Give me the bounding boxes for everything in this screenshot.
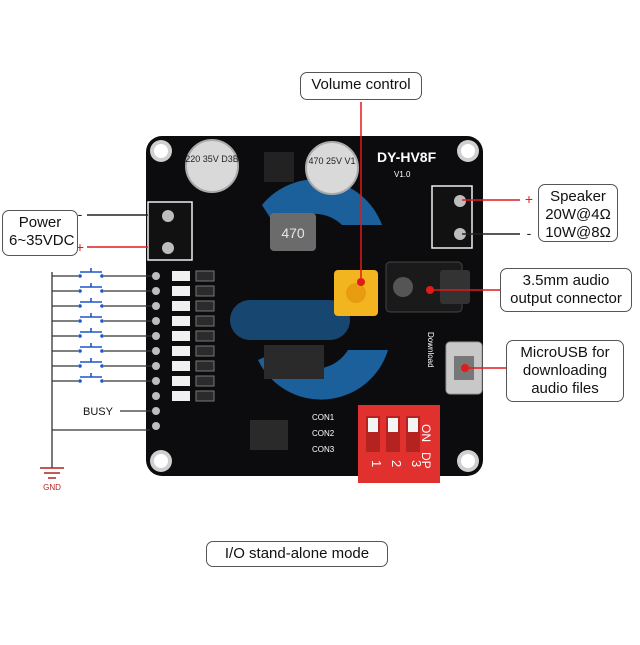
- dip-number: 1: [369, 460, 384, 467]
- dip-number: 2: [389, 460, 404, 467]
- power-terminal: [147, 201, 193, 261]
- resistor-pad: [195, 375, 215, 387]
- con-label: CON1: [312, 413, 335, 422]
- busy-label: BUSY: [83, 406, 114, 418]
- dip-on-label: ON: [419, 424, 433, 442]
- con-label: CON3: [312, 445, 335, 454]
- inductor-label: 470: [281, 225, 305, 241]
- board-model: DY-HV8F: [377, 149, 437, 165]
- audio-jack: [385, 261, 470, 313]
- speaker-plus: +: [525, 191, 533, 207]
- header-pin: [152, 347, 160, 355]
- resistor-pad: [195, 285, 215, 297]
- resistor-pad: [195, 390, 215, 402]
- mode-caption-label: I/O stand-alone mode: [224, 545, 370, 562]
- resistor-pad: [172, 376, 190, 386]
- volume-potentiometer: [334, 270, 378, 316]
- header-pin: [152, 317, 160, 325]
- speaker-minus: -: [527, 225, 532, 241]
- audio-output-line1: 3.5mm audio: [522, 272, 610, 289]
- header-pin: [152, 332, 160, 340]
- audio-pointer: [426, 286, 500, 294]
- capacitor-left: 220 35V D3B: [185, 139, 239, 193]
- resistor-pad: [195, 345, 215, 357]
- power-callout: Power 6~35VDC: [2, 210, 78, 256]
- speaker-8ohm-label: 10W@8Ω: [545, 224, 611, 241]
- resistor-pad: [195, 330, 215, 342]
- capacitor-right: 470 25V V1: [305, 141, 359, 195]
- audio-output-callout: 3.5mm audio output connector: [500, 268, 632, 312]
- dip-number: 3: [409, 460, 424, 467]
- download-label: Download: [426, 332, 435, 368]
- header-pin: [152, 377, 160, 385]
- microusb-line1: MicroUSB for: [520, 344, 610, 361]
- audio-output-line2: output connector: [510, 290, 622, 307]
- mode-caption: I/O stand-alone mode: [206, 541, 388, 567]
- speaker-terminal: [431, 185, 473, 249]
- usb-pointer: [461, 364, 506, 372]
- watermark-logo: [230, 179, 388, 400]
- speaker-callout: Speaker 20W@4Ω 10W@8Ω: [538, 184, 618, 242]
- resistor-pad: [172, 286, 190, 296]
- volume-pointer: [357, 102, 365, 286]
- con-label: CON2: [312, 429, 335, 438]
- dip-dp-label: DP: [419, 452, 433, 469]
- board-version: V1.0: [394, 170, 411, 179]
- header-pin: [152, 392, 160, 400]
- capacitor-left-label: 220 35V D3B: [185, 154, 239, 164]
- resistor-pad: [172, 316, 190, 326]
- resistor-pad: [172, 331, 190, 341]
- main-chip: [264, 345, 324, 379]
- header-pin: [152, 302, 160, 310]
- power-voltage-label: 6~35VDC: [9, 232, 75, 249]
- resistor-pad: [195, 315, 215, 327]
- resistor-pad: [195, 360, 215, 372]
- header-pin: [152, 407, 160, 415]
- header-pin: [152, 362, 160, 370]
- resistor-pad: [172, 301, 190, 311]
- power-wiring: - +: [76, 206, 148, 255]
- resistor-pad: [172, 361, 190, 371]
- microusb-line3: audio files: [531, 380, 599, 397]
- io-header-pins: [152, 270, 215, 430]
- resistor-pad: [195, 270, 215, 282]
- ground-symbol: GND: [40, 272, 150, 492]
- inductor: 470: [270, 213, 316, 251]
- capacitor-right-label: 470 25V V1: [308, 156, 355, 166]
- speaker-4ohm-label: 20W@4Ω: [545, 206, 611, 223]
- secondary-chip: [250, 420, 288, 450]
- header-pin: [152, 422, 160, 430]
- power-minus: -: [78, 206, 83, 222]
- volume-control-label: Volume control: [311, 76, 411, 93]
- push-buttons: [52, 268, 152, 412]
- resistor-pad: [172, 271, 190, 281]
- pcb-board: 220 35V D3B 470 25V V1 DY-HV8F V1.0 470: [146, 136, 483, 483]
- gnd-label: GND: [43, 483, 61, 492]
- resistor-pad: [195, 300, 215, 312]
- header-pin: [152, 272, 160, 280]
- resistor-pad: [172, 346, 190, 356]
- mounting-holes: [150, 140, 479, 472]
- power-label: Power: [18, 214, 62, 231]
- volume-control-callout: Volume control: [300, 72, 422, 100]
- resistor-pad: [172, 391, 190, 401]
- microusb-line2: downloading: [522, 362, 608, 379]
- microusb-callout: MicroUSB for downloading audio files: [506, 340, 624, 402]
- speaker-label: Speaker: [550, 188, 606, 205]
- regulator-ic: [264, 152, 294, 182]
- power-plus: +: [76, 239, 84, 255]
- header-pin: [152, 287, 160, 295]
- speaker-wiring: + -: [462, 191, 533, 241]
